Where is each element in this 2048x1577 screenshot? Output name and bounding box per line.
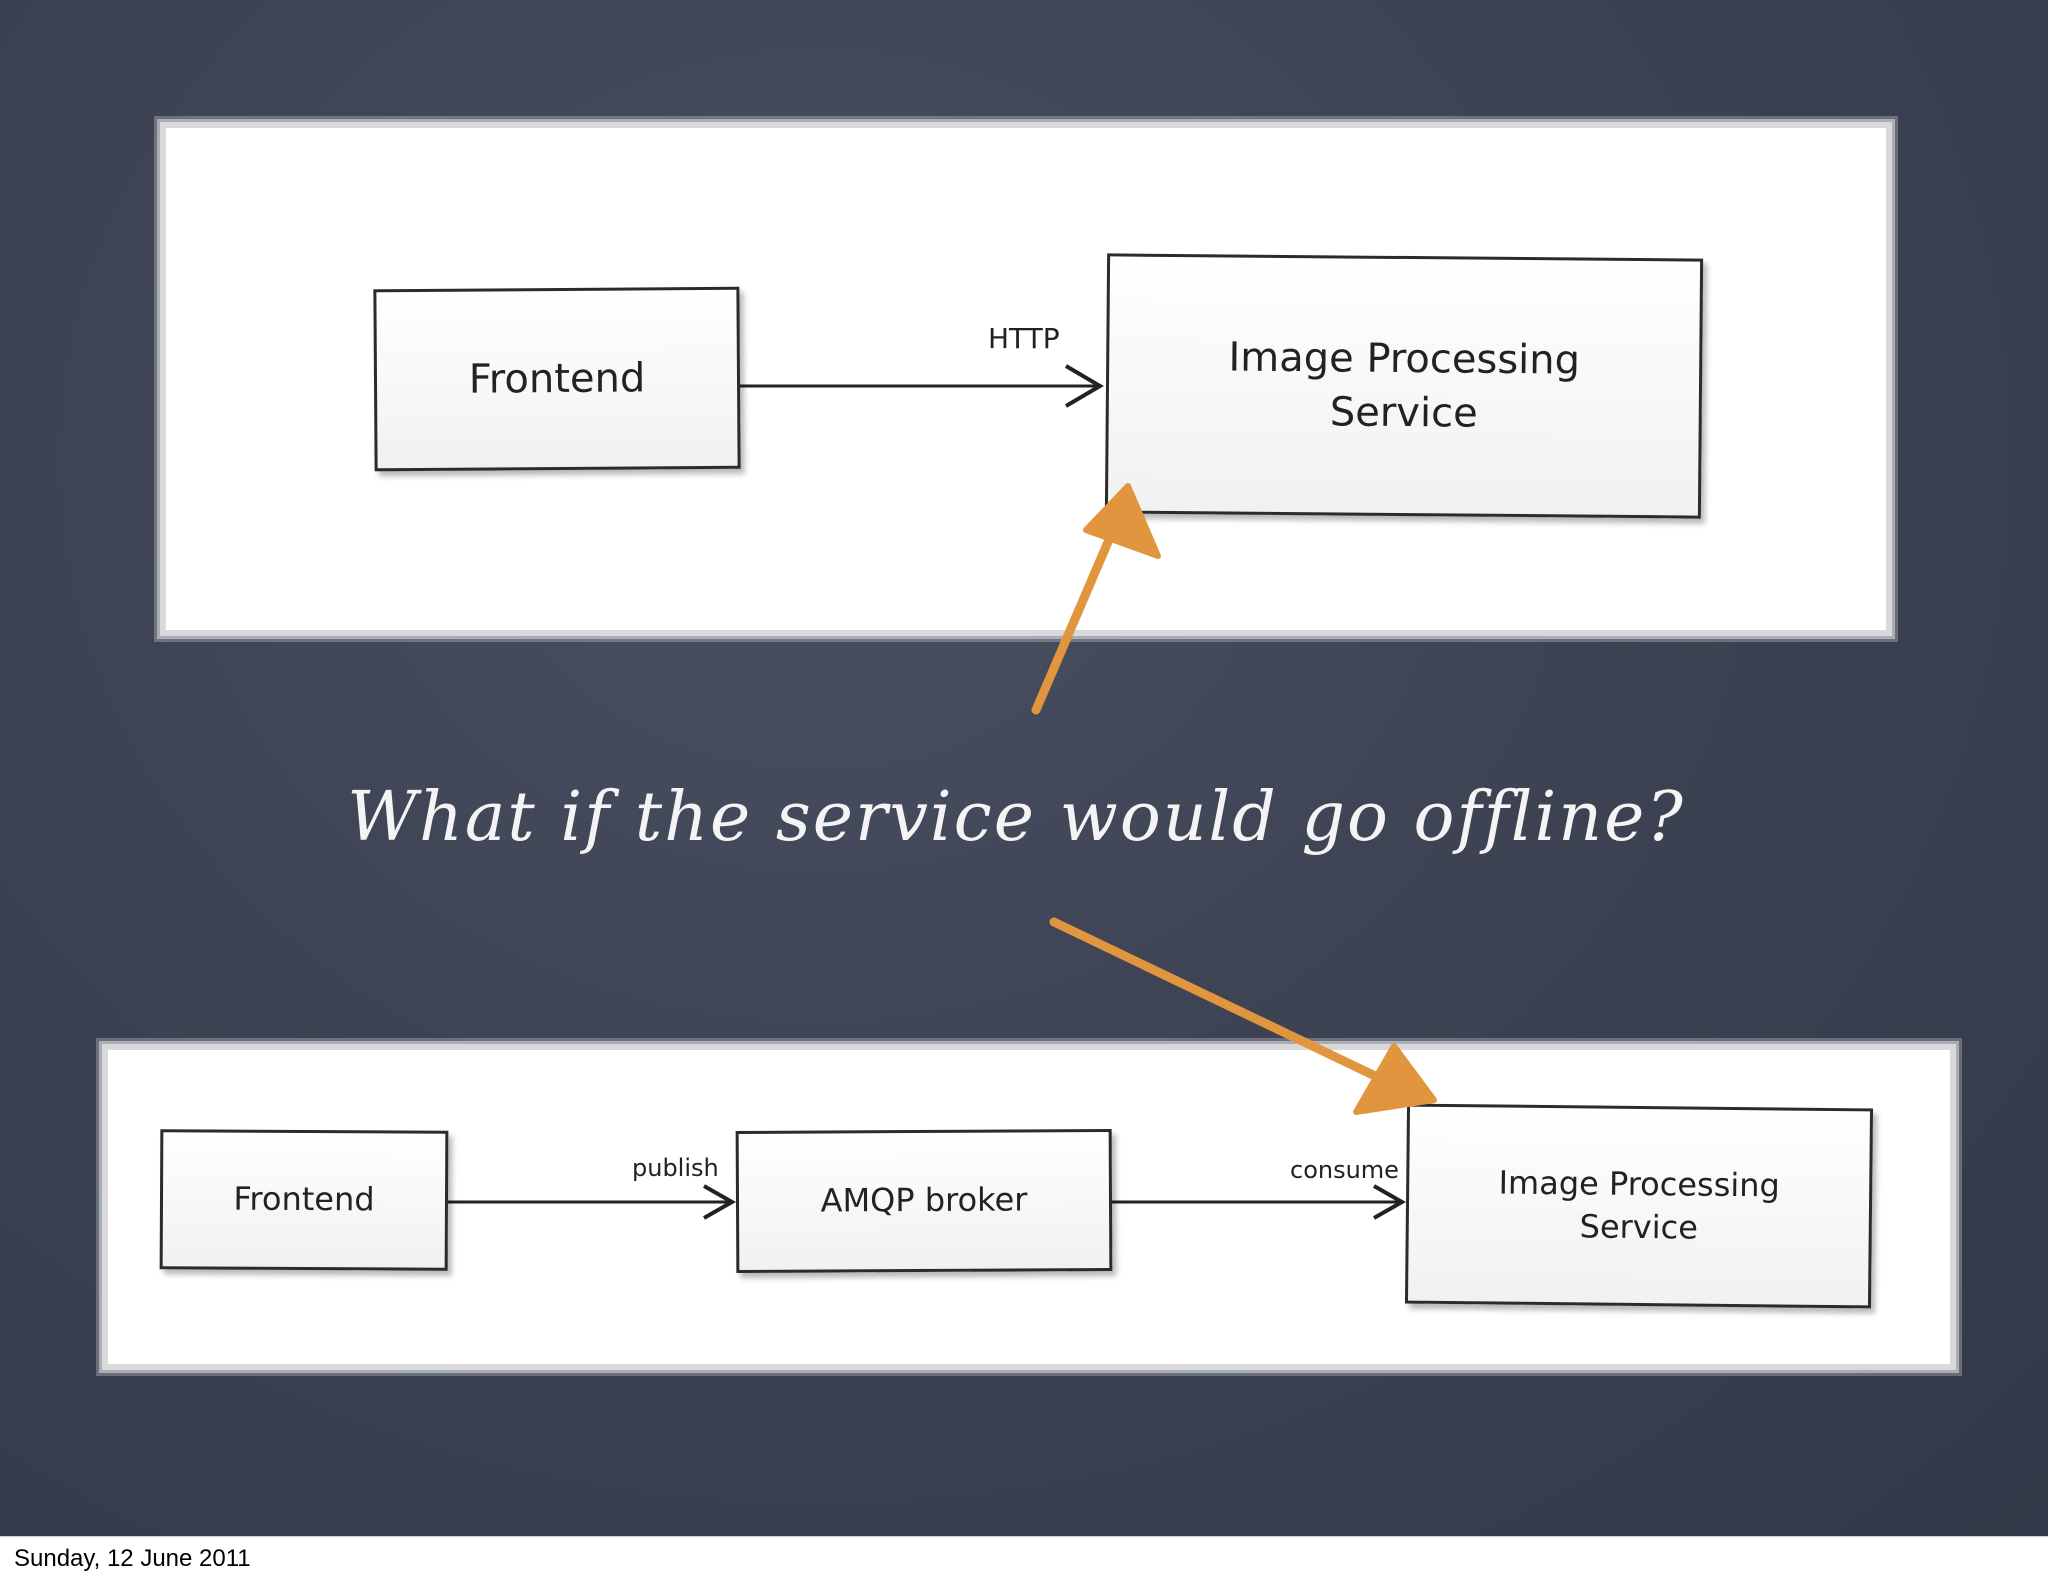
service-label-line2: Service	[1329, 389, 1478, 437]
frontend-node-bottom: Frontend	[159, 1129, 449, 1271]
amqp-broker-node: AMQP broker	[735, 1129, 1113, 1273]
question-heading: What if the service would go offline?	[347, 778, 1685, 857]
consume-edge-label: consume	[1290, 1156, 1399, 1184]
frontend-node: Frontend	[373, 286, 741, 472]
footer-bar: Sunday, 12 June 2011	[0, 1536, 2048, 1577]
image-processing-service-node: Image Processing Service	[1104, 253, 1704, 519]
frontend-node-label: Frontend	[468, 355, 646, 403]
bottom-diagram-edges	[448, 1184, 1407, 1220]
top-diagram-panel: Frontend HTTP Image Processing Service	[160, 122, 1892, 636]
publish-edge-arrowhead	[703, 1184, 737, 1220]
publish-edge-label: publish	[632, 1154, 719, 1182]
slide: Frontend HTTP Image Processing Service F…	[0, 0, 2048, 1536]
service-label-line1: Image Processing	[1228, 334, 1581, 384]
service-bottom-label-line2: Service	[1579, 1207, 1699, 1247]
http-edge-label: HTTP	[988, 322, 1060, 355]
top-diagram-edges	[740, 364, 1104, 408]
image-processing-service-node-bottom: Image Processing Service	[1404, 1103, 1874, 1309]
amqp-broker-label: AMQP broker	[820, 1180, 1028, 1220]
frontend-node-bottom-label: Frontend	[233, 1180, 375, 1219]
service-bottom-label-line1: Image Processing	[1498, 1163, 1781, 1205]
http-edge-arrowhead	[1064, 364, 1104, 408]
bottom-diagram-panel: Frontend publish AMQP broker consume Ima…	[102, 1044, 1956, 1370]
footer-date: Sunday, 12 June 2011	[14, 1545, 251, 1572]
consume-edge-arrowhead	[1373, 1184, 1407, 1220]
